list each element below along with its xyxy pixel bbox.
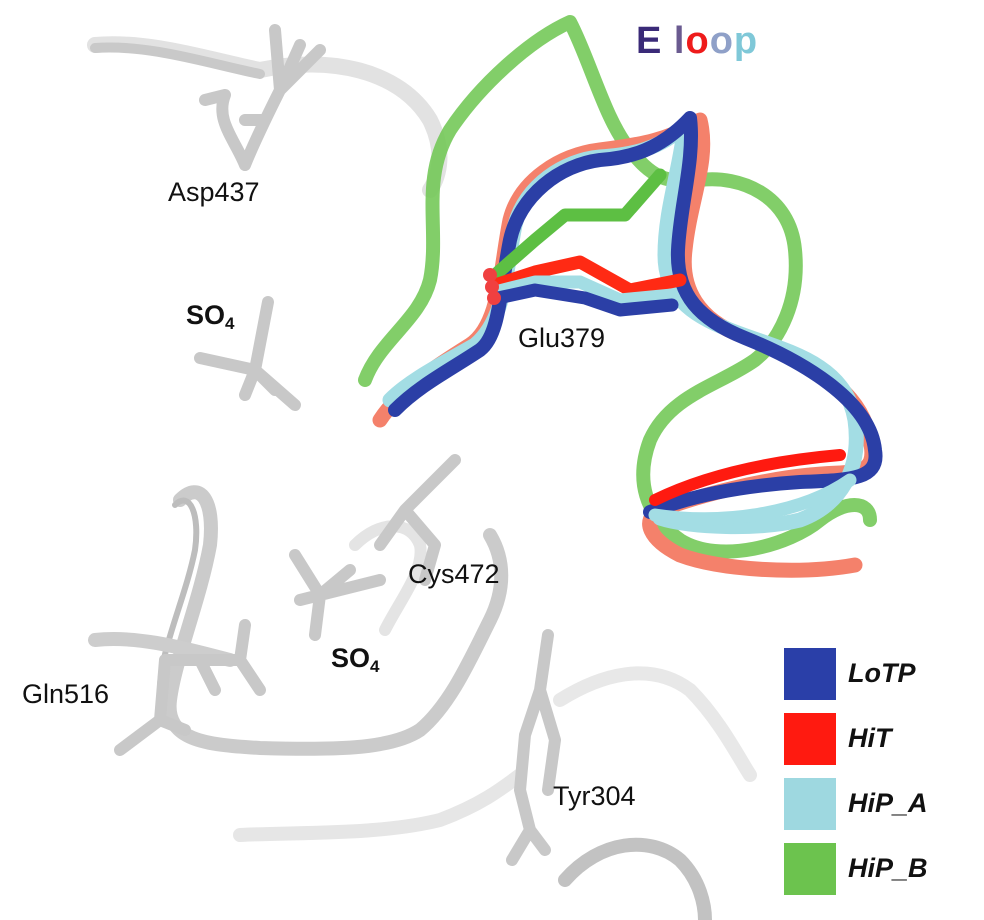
glu379-hit-sticks (488, 255, 687, 297)
legend-entry: HiT (784, 713, 974, 778)
legend-swatch (784, 648, 836, 700)
legend-swatch (784, 778, 836, 830)
legend-label: HiT (848, 723, 892, 753)
title-char: E (636, 20, 663, 62)
legend-label: HiP_A (848, 788, 928, 818)
eloop-hipa-strand (648, 473, 857, 526)
legend-swatch (784, 843, 836, 895)
title-char: l (673, 20, 686, 62)
title-char: o (685, 20, 710, 62)
eloop-title: E loop (636, 20, 758, 63)
legend-swatch (784, 713, 836, 765)
label-cys472: Cys472 (408, 559, 500, 589)
glu379-lotp-sticks (491, 283, 679, 317)
legend: LoTP HiT HiP_A HiP_B (784, 648, 974, 908)
gray-ribbon-bottom-right (558, 837, 712, 920)
so4-lower-sticks (289, 549, 386, 641)
gray-ribbon-right (553, 666, 757, 782)
label-tyr304: Tyr304 (553, 781, 636, 811)
cys472-sticks (374, 454, 461, 586)
label-glu379: Glu379 (518, 323, 606, 353)
glu379-hipa-sticks (488, 275, 679, 307)
gray-ribbon-left-loop (162, 485, 509, 756)
gln516-sticks (114, 619, 266, 756)
eloop-hipb-ribbon (358, 15, 877, 559)
so4-upper-sticks (194, 296, 301, 411)
label-asp437: Asp437 (168, 177, 260, 207)
legend-entry: HiP_A (784, 778, 974, 843)
gray-ribbon-top-inner (90, 42, 265, 79)
glu379-oxygen-atoms (483, 268, 501, 305)
title-char: o (709, 20, 734, 62)
legend-label: HiP_B (848, 853, 928, 883)
label-gln516: Gln516 (22, 679, 110, 709)
eloop-hit-strand (649, 449, 846, 506)
tyr304-sticks (506, 629, 561, 866)
title-char: p (733, 20, 759, 62)
label-so4-lower: SO4 (331, 643, 380, 676)
legend-label: LoTP (848, 658, 916, 688)
label-so4-upper: SO4 (186, 300, 235, 333)
legend-entry: HiP_B (784, 843, 974, 908)
glu379-sidechains (483, 168, 687, 317)
legend-entry: LoTP (784, 648, 974, 713)
asp437-sticks (199, 24, 326, 171)
gray-sidechains (114, 24, 561, 866)
gray-ribbon-cys (349, 520, 427, 636)
gray-ribbon-bottom (233, 768, 527, 842)
title-char (662, 20, 674, 63)
glu379-hipb-sticks (488, 168, 667, 282)
